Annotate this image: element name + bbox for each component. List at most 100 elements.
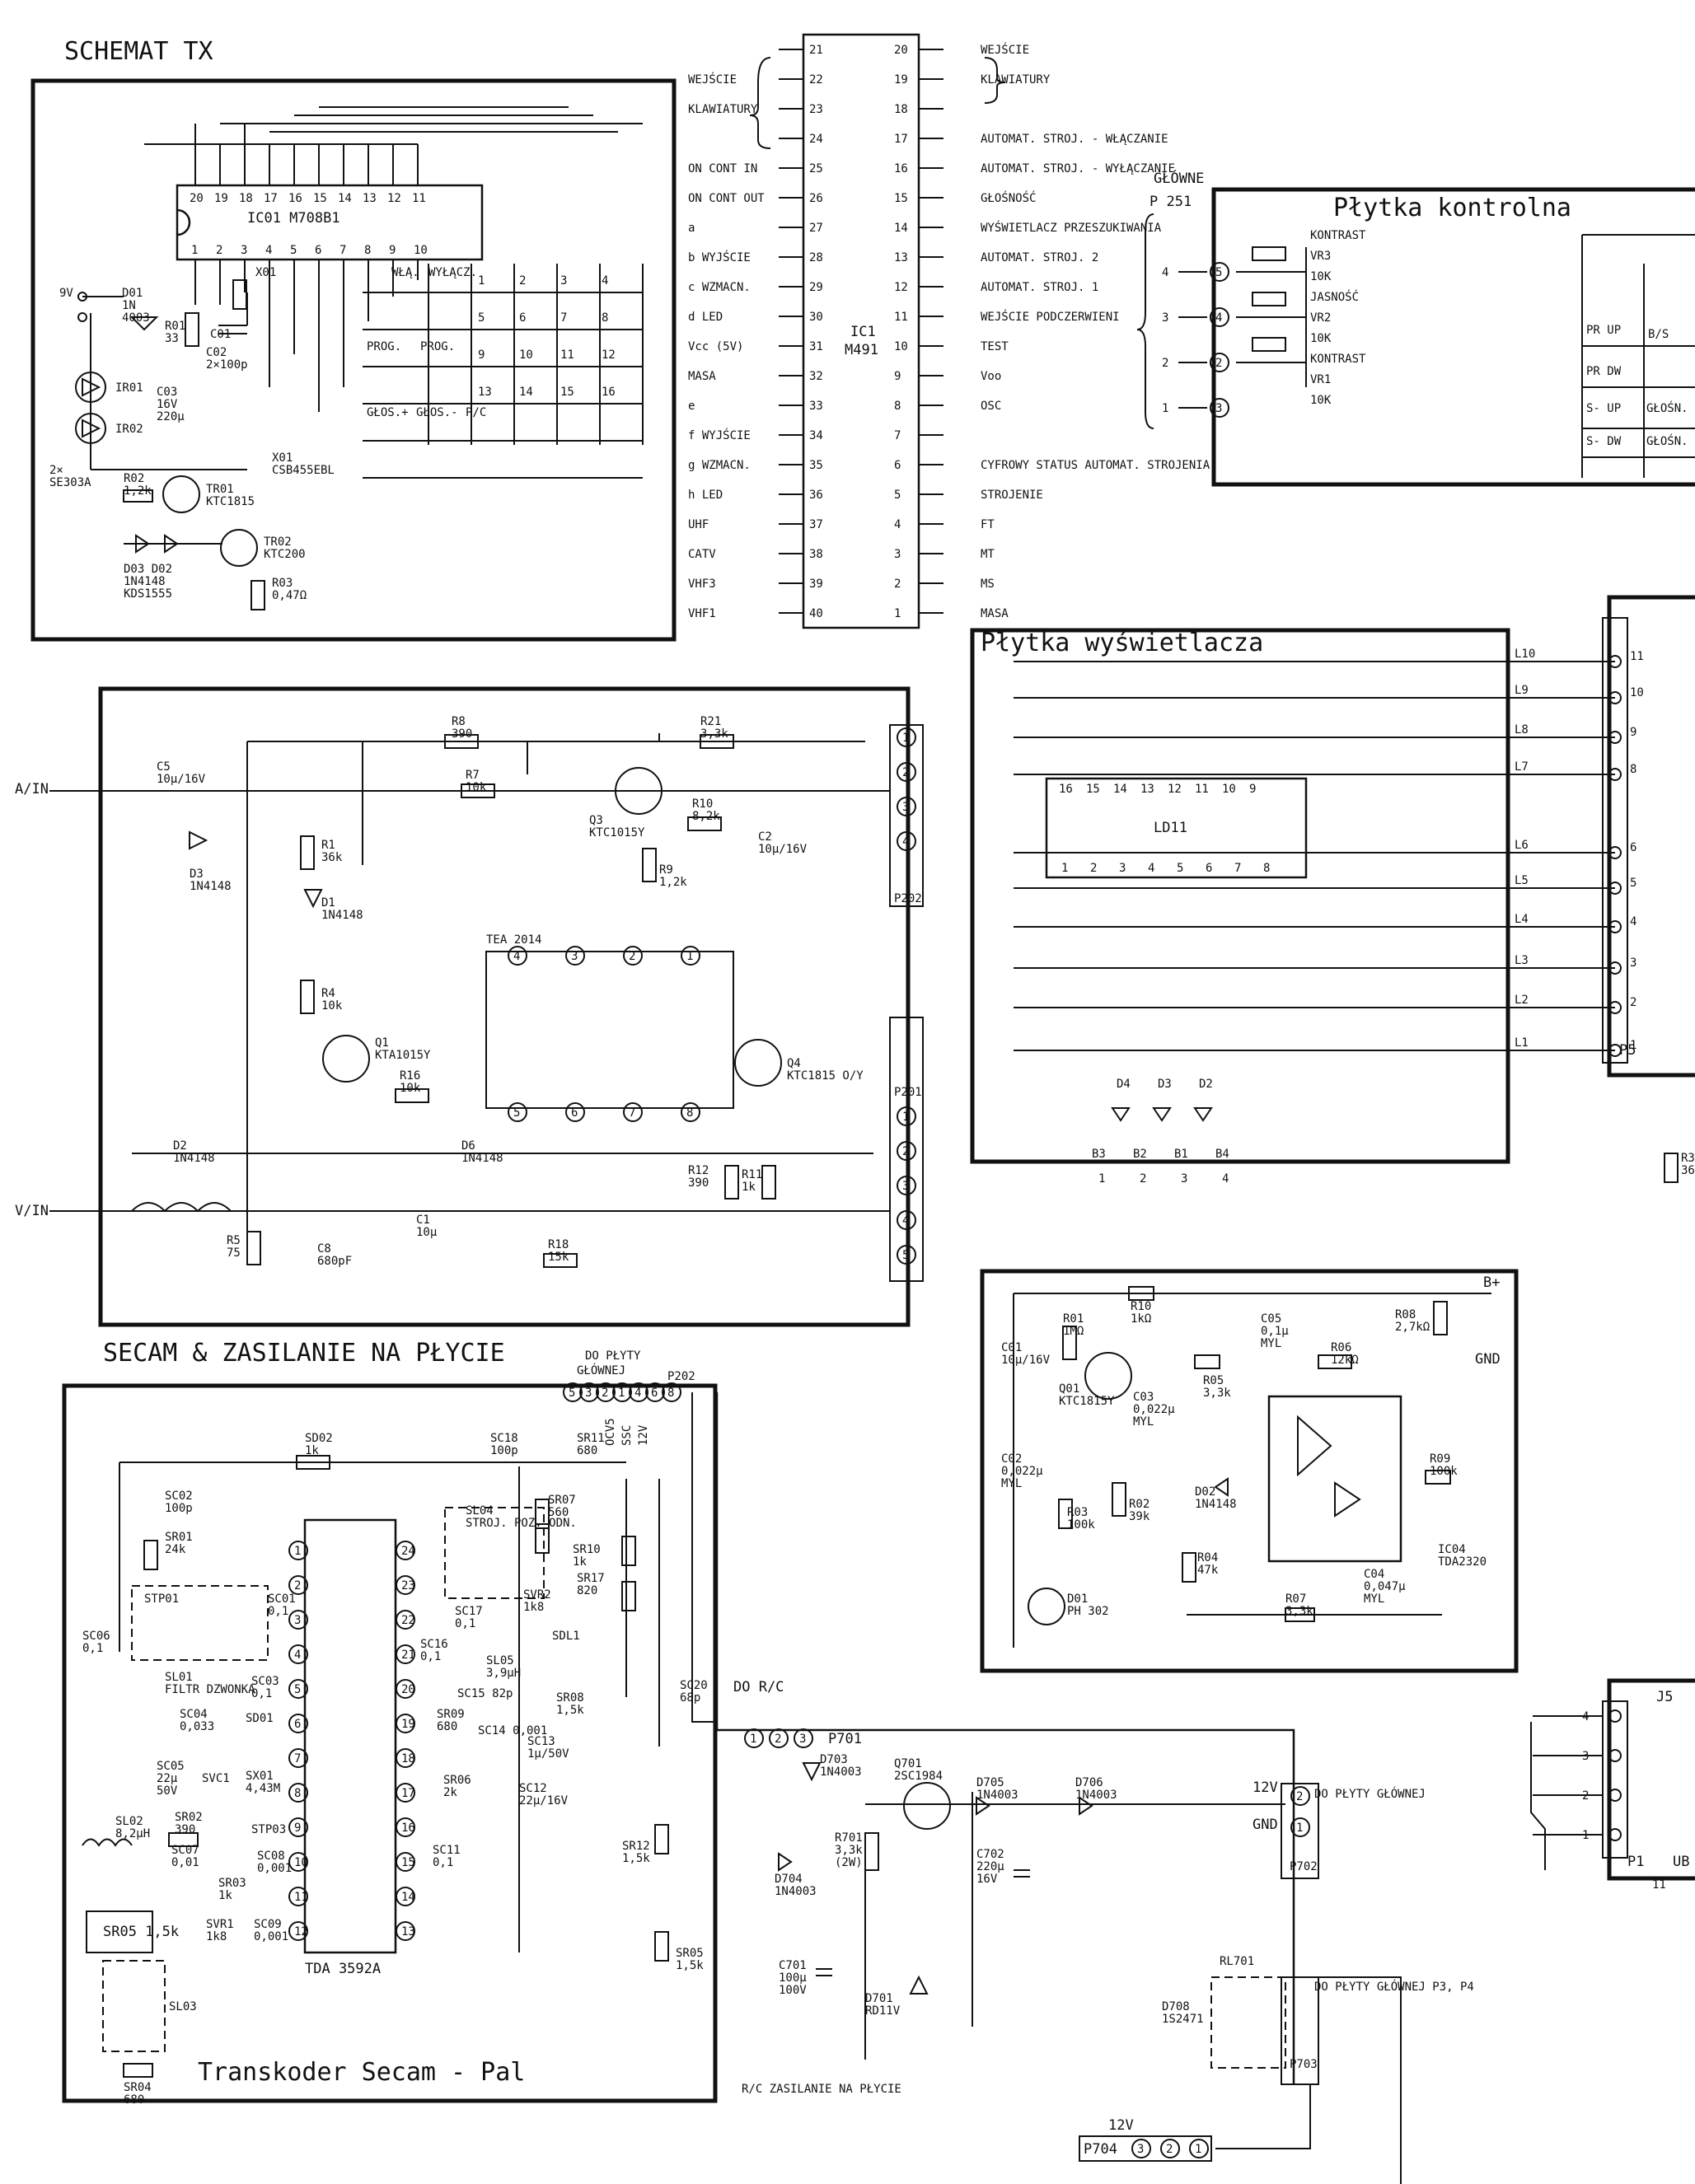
tx-key: GŁOS.+	[367, 406, 409, 419]
control-label: VR3	[1310, 250, 1331, 263]
av-q1	[322, 1035, 370, 1083]
secam-conn-pin	[563, 1382, 583, 1402]
power-12v: 12V	[1253, 1779, 1278, 1796]
display-line-L4: L4	[1515, 913, 1529, 926]
ic1-pin-13: 13	[894, 251, 908, 264]
ic1-pin-40: 40	[809, 607, 823, 620]
ic1-pin-label-39: VHF3	[688, 578, 716, 591]
ic1-pin-35: 35	[809, 459, 823, 472]
ic1-pin-11: 11	[894, 311, 908, 324]
ic1-name: IC1	[850, 324, 876, 340]
tx-key: PROG.	[420, 340, 455, 353]
secam-right-pin-number: 18	[401, 1752, 415, 1765]
av-tea-bottom-pin-number: 8	[686, 1106, 693, 1120]
secam-sdl2: SR05 1,5k	[103, 1924, 179, 1940]
ic1-pin-12: 12	[894, 281, 908, 294]
ic1-pin-21: 21	[809, 44, 823, 57]
display-top-pin: 15	[1086, 783, 1100, 796]
secam-left-pin-number: 4	[294, 1649, 301, 1662]
secam-conn-pin	[579, 1382, 599, 1402]
av-tea-bottom-pin	[623, 1102, 643, 1122]
secam-conn-pin-number: 5	[569, 1387, 575, 1400]
ic1-pin-label-15: GŁOŚNOŚĆ	[981, 190, 1036, 205]
secam-left-pin-number: 7	[294, 1752, 301, 1765]
ic1-pin-37: 37	[809, 518, 823, 531]
display-line-L2: L2	[1515, 994, 1529, 1007]
tx-top-pin: 11	[412, 192, 426, 205]
av-p202-pin	[897, 831, 916, 851]
secam-right-pin-number: 21	[401, 1649, 415, 1662]
av-p202-pin-number: 3	[902, 801, 909, 814]
ic1-pin-label-14: WYŚWIETLACZ PRZESZUKIWANIA	[981, 220, 1162, 235]
tx-key: 14	[519, 386, 533, 399]
right-r3: R3360	[1681, 1152, 1695, 1177]
power-p701-pin-number: 1	[750, 1733, 756, 1746]
ic1-pin-label-32: MASA	[688, 370, 716, 383]
ic1-pin-28: 28	[809, 251, 823, 264]
tx-part-ir02: IR02	[115, 423, 143, 436]
av-p202-pin-number: 4	[902, 835, 909, 849]
ic1-pin-label-27: a	[688, 222, 695, 235]
ic1-pin-label-34: f WYJŚCIE	[688, 428, 751, 442]
ic1-pin-label-38: CATV	[688, 548, 716, 561]
av-tea-top-pin	[565, 946, 585, 966]
control-board-frame	[1211, 187, 1695, 487]
ic1-pin-29: 29	[809, 281, 823, 294]
display-line-L1: L1	[1515, 1036, 1529, 1050]
tx-key: 15	[560, 386, 574, 399]
control-label: 10K	[1310, 394, 1332, 407]
display-line-L9: L9	[1515, 684, 1529, 697]
secam-left-pin	[288, 1714, 308, 1733]
ic1-pin-8: 8	[894, 400, 901, 413]
tx-key: 10	[519, 348, 533, 362]
ir-q01	[1084, 1352, 1132, 1400]
secam-supply-2: 12V	[637, 1424, 650, 1446]
control-table-cell: PR UP	[1586, 324, 1621, 337]
secam-right-pin	[396, 1748, 415, 1768]
tx-top-pin: 14	[338, 192, 352, 205]
ic1-pin-22: 22	[809, 73, 823, 87]
tx-key: GŁOS.-	[416, 406, 458, 419]
tx-board-frame	[30, 78, 677, 642]
display-top-pin: 13	[1140, 783, 1154, 796]
display-line-L8: L8	[1515, 723, 1529, 737]
secam-conn-pin	[662, 1382, 681, 1402]
ic1-pin-5: 5	[894, 489, 901, 502]
display-b-num: 4	[1222, 1172, 1229, 1186]
tx-key: 1	[478, 274, 485, 288]
display-board-frame	[970, 628, 1510, 1164]
power-p701-pin-number: 2	[775, 1733, 781, 1746]
secam-right-pin	[396, 1610, 415, 1630]
secam-right-pin	[396, 1783, 415, 1803]
display-b-num: 2	[1140, 1172, 1146, 1186]
display-bottom-pin: 5	[1177, 862, 1183, 875]
ic1-pin-10: 10	[894, 340, 908, 353]
